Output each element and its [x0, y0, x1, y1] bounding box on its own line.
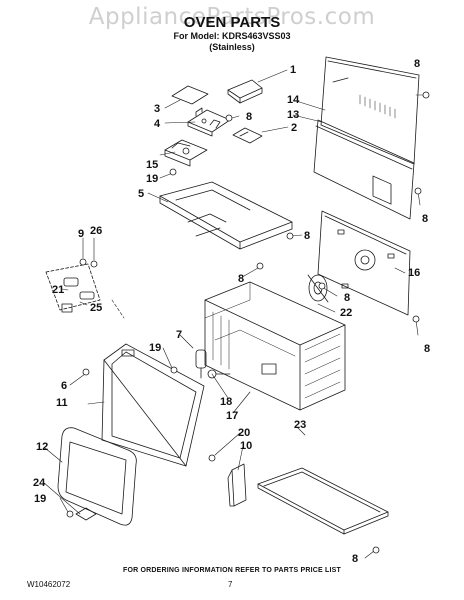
callout-23: 23 — [294, 419, 306, 431]
page-title: OVEN PARTS — [183, 14, 281, 31]
gasket-12 — [57, 427, 137, 526]
vent-cover-1 — [227, 79, 263, 104]
callout-2: 2 — [291, 122, 297, 134]
screw-8-b — [225, 114, 233, 122]
screw-8-c — [286, 232, 294, 240]
screw-8-d — [256, 262, 264, 270]
callout-8-h: 8 — [352, 553, 358, 565]
bracket-10 — [227, 463, 247, 507]
callout-8-c: 8 — [304, 230, 310, 242]
callout-26: 26 — [90, 225, 102, 237]
callout-9: 9 — [78, 228, 84, 240]
model-line: For Model: KDRS463VSS03 — [173, 31, 291, 41]
screw-6 — [82, 368, 90, 376]
back-panel-16 — [317, 210, 411, 316]
callout-17: 17 — [226, 410, 238, 422]
callout-15: 15 — [146, 159, 158, 171]
callout-20: 20 — [238, 427, 250, 439]
screw-19-b — [170, 366, 178, 374]
callout-12: 12 — [36, 441, 48, 453]
callout-8-e: 8 — [422, 213, 428, 225]
watermark: AppliancePartsPros.com — [88, 4, 376, 30]
callout-8-d: 8 — [238, 273, 244, 285]
callout-5: 5 — [138, 188, 144, 200]
top-plate-5 — [159, 181, 293, 250]
screw-8-h — [372, 546, 380, 554]
clip-2 — [232, 127, 263, 144]
element-18 — [207, 369, 231, 379]
callout-8-a: 8 — [414, 58, 420, 70]
screw-8-a — [422, 91, 430, 99]
callout-10: 10 — [240, 440, 252, 452]
callout-16: 16 — [408, 267, 420, 279]
callout-24: 24 — [33, 477, 46, 489]
rear-panel-13 — [313, 119, 415, 220]
rear-panel-14 — [320, 56, 420, 165]
callout-19-b: 19 — [149, 342, 161, 354]
callout-6: 6 — [61, 380, 67, 392]
callout-labels: 1 2 3 4 5 6 7 8 8 8 8 8 8 8 8 9 10 11 12… — [33, 58, 430, 565]
callout-13: 13 — [287, 109, 299, 121]
screw-20 — [208, 454, 216, 462]
callout-18: 18 — [220, 396, 232, 408]
callout-4: 4 — [154, 118, 161, 130]
insulation-pad-3 — [171, 85, 209, 105]
front-frame-11 — [101, 343, 205, 467]
model-info: For Model: KDRS463VSS03 (Stainless) — [0, 31, 464, 53]
hinge-assembly — [45, 263, 101, 313]
document-number: W10462072 — [27, 580, 71, 589]
screw-19-a — [169, 168, 177, 176]
mount-15 — [164, 139, 208, 167]
variant-line: (Stainless) — [209, 42, 255, 52]
callout-7: 7 — [176, 329, 182, 341]
leader-lines — [42, 69, 425, 559]
callout-14: 14 — [287, 94, 300, 106]
callout-8-g: 8 — [424, 343, 430, 355]
screw-26 — [90, 260, 98, 268]
screw-8-f — [412, 315, 420, 323]
ordering-note: FOR ORDERING INFORMATION REFER TO PARTS … — [122, 567, 342, 574]
screw-8-g — [318, 282, 326, 290]
callout-19-c: 19 — [34, 493, 46, 505]
callout-8-f: 8 — [344, 292, 350, 304]
screw-9 — [79, 258, 87, 266]
callout-8-b: 8 — [246, 111, 252, 123]
callout-21: 21 — [52, 284, 64, 296]
callout-19-a: 19 — [146, 173, 158, 185]
oven-cavity-17 — [204, 281, 346, 411]
callout-3: 3 — [154, 103, 160, 115]
screw-19-c — [66, 510, 74, 518]
page-number: 7 — [228, 580, 233, 589]
callout-25: 25 — [90, 302, 102, 314]
sensor-7 — [195, 349, 207, 379]
callout-11: 11 — [56, 397, 68, 409]
cap-24 — [75, 507, 97, 521]
tray-23 — [257, 467, 389, 535]
screw-8-e — [414, 187, 422, 195]
screws — [66, 91, 430, 554]
callout-1: 1 — [290, 64, 296, 76]
callout-22: 22 — [340, 307, 352, 319]
